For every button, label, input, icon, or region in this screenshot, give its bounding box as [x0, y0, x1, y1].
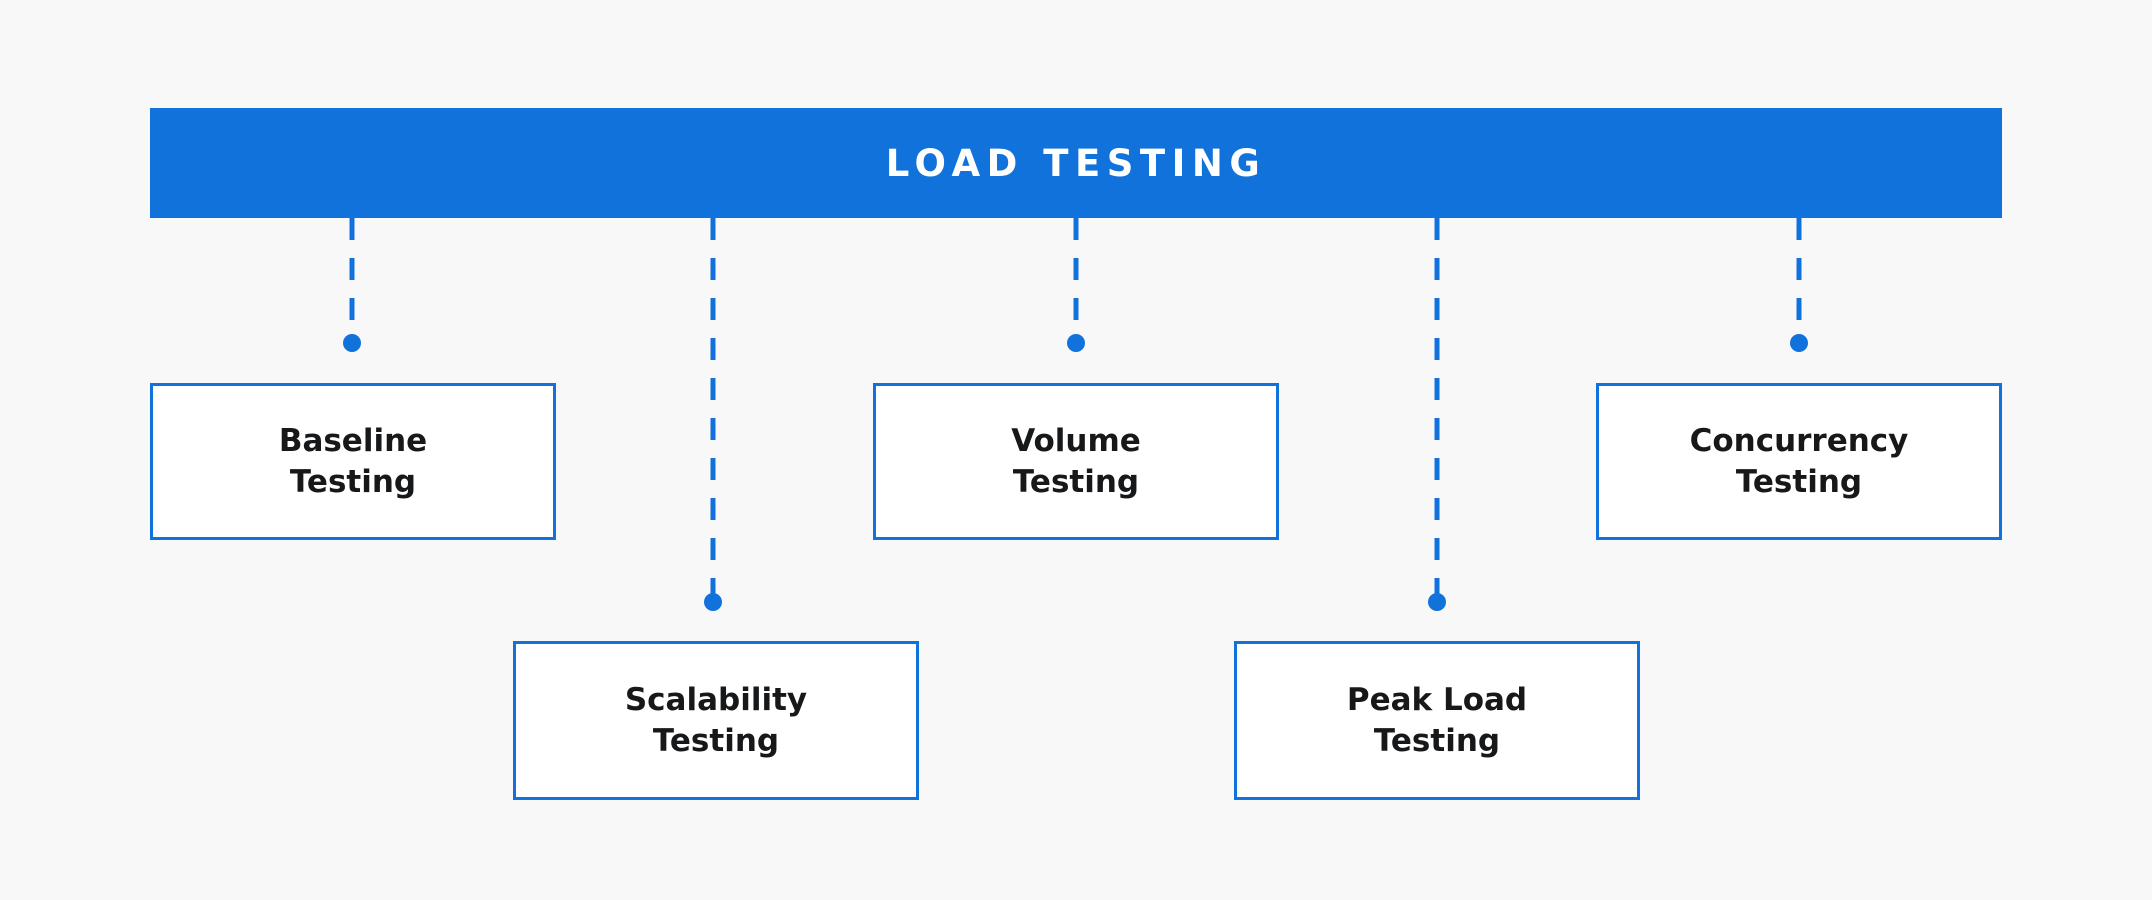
connector-dot-baseline-testing [343, 334, 361, 352]
node-box-peak-load-testing[interactable]: Peak Load Testing [1234, 641, 1640, 800]
node-box-volume-testing[interactable]: Volume Testing [873, 383, 1279, 540]
page-title: LOAD TESTING [885, 141, 1267, 185]
node-box-concurrency-testing[interactable]: Concurrency Testing [1596, 383, 2002, 540]
node-label-volume-testing: Volume Testing [1011, 423, 1141, 500]
node-label-scalability-testing: Scalability Testing [624, 682, 808, 759]
node-label-peak-load-testing: Peak Load Testing [1346, 682, 1528, 759]
node-label-concurrency-testing: Concurrency Testing [1689, 423, 1909, 500]
connector-dot-volume-testing [1067, 334, 1085, 352]
header-banner: LOAD TESTING [150, 108, 2002, 218]
connector-dot-scalability-testing [704, 593, 722, 611]
connector-dot-concurrency-testing [1790, 334, 1808, 352]
node-box-scalability-testing[interactable]: Scalability Testing [513, 641, 919, 800]
node-label-baseline-testing: Baseline Testing [278, 423, 428, 500]
connector-dot-peak-load-testing [1428, 593, 1446, 611]
node-box-baseline-testing[interactable]: Baseline Testing [150, 383, 556, 540]
